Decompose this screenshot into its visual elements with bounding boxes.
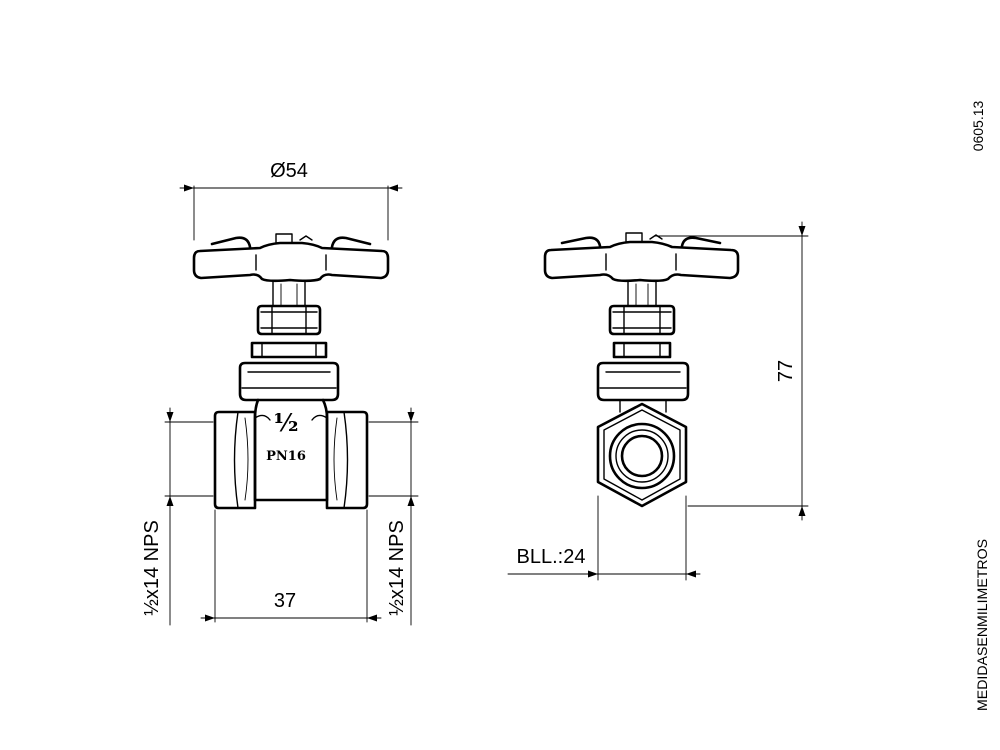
dim-body-length: 37	[200, 509, 382, 623]
dim-thread-left-label: ½x14 NPS	[141, 520, 163, 616]
dim-hex-across-flats: BLL.:24	[507, 495, 701, 581]
dim-overall-height: 77	[654, 221, 809, 521]
side-handwheel	[543, 232, 740, 283]
front-body	[213, 398, 369, 510]
front-gland-nut	[256, 304, 322, 336]
dim-thread-right-label: ½x14 NPS	[386, 520, 408, 616]
dim-handwheel-diameter-label: Ø54	[270, 160, 308, 182]
dim-body-length-label: 37	[274, 590, 296, 612]
front-view: ½ PN16	[192, 233, 390, 510]
side-stem	[627, 281, 657, 306]
side-view	[543, 232, 740, 508]
units-note: MEDIDASENMILIMETROS	[974, 539, 990, 711]
body-size-marking: ½	[273, 408, 298, 437]
dim-thread-right: ½x14 NPS	[368, 407, 419, 626]
side-gland-nut	[608, 304, 676, 336]
drawing-code: 0605.13	[970, 100, 986, 151]
side-hex-port	[596, 402, 688, 508]
dim-overall-height-label: 77	[775, 360, 797, 382]
front-handwheel	[192, 233, 390, 283]
front-stem	[272, 281, 306, 306]
dim-hex-across-flats-label: BLL.:24	[517, 546, 586, 568]
side-bonnet	[596, 341, 690, 413]
front-bonnet	[238, 341, 340, 402]
body-pressure-marking: PN16	[266, 449, 306, 464]
dim-handwheel-diameter: Ø54	[179, 160, 403, 241]
dim-thread-left: ½x14 NPS	[141, 407, 214, 626]
